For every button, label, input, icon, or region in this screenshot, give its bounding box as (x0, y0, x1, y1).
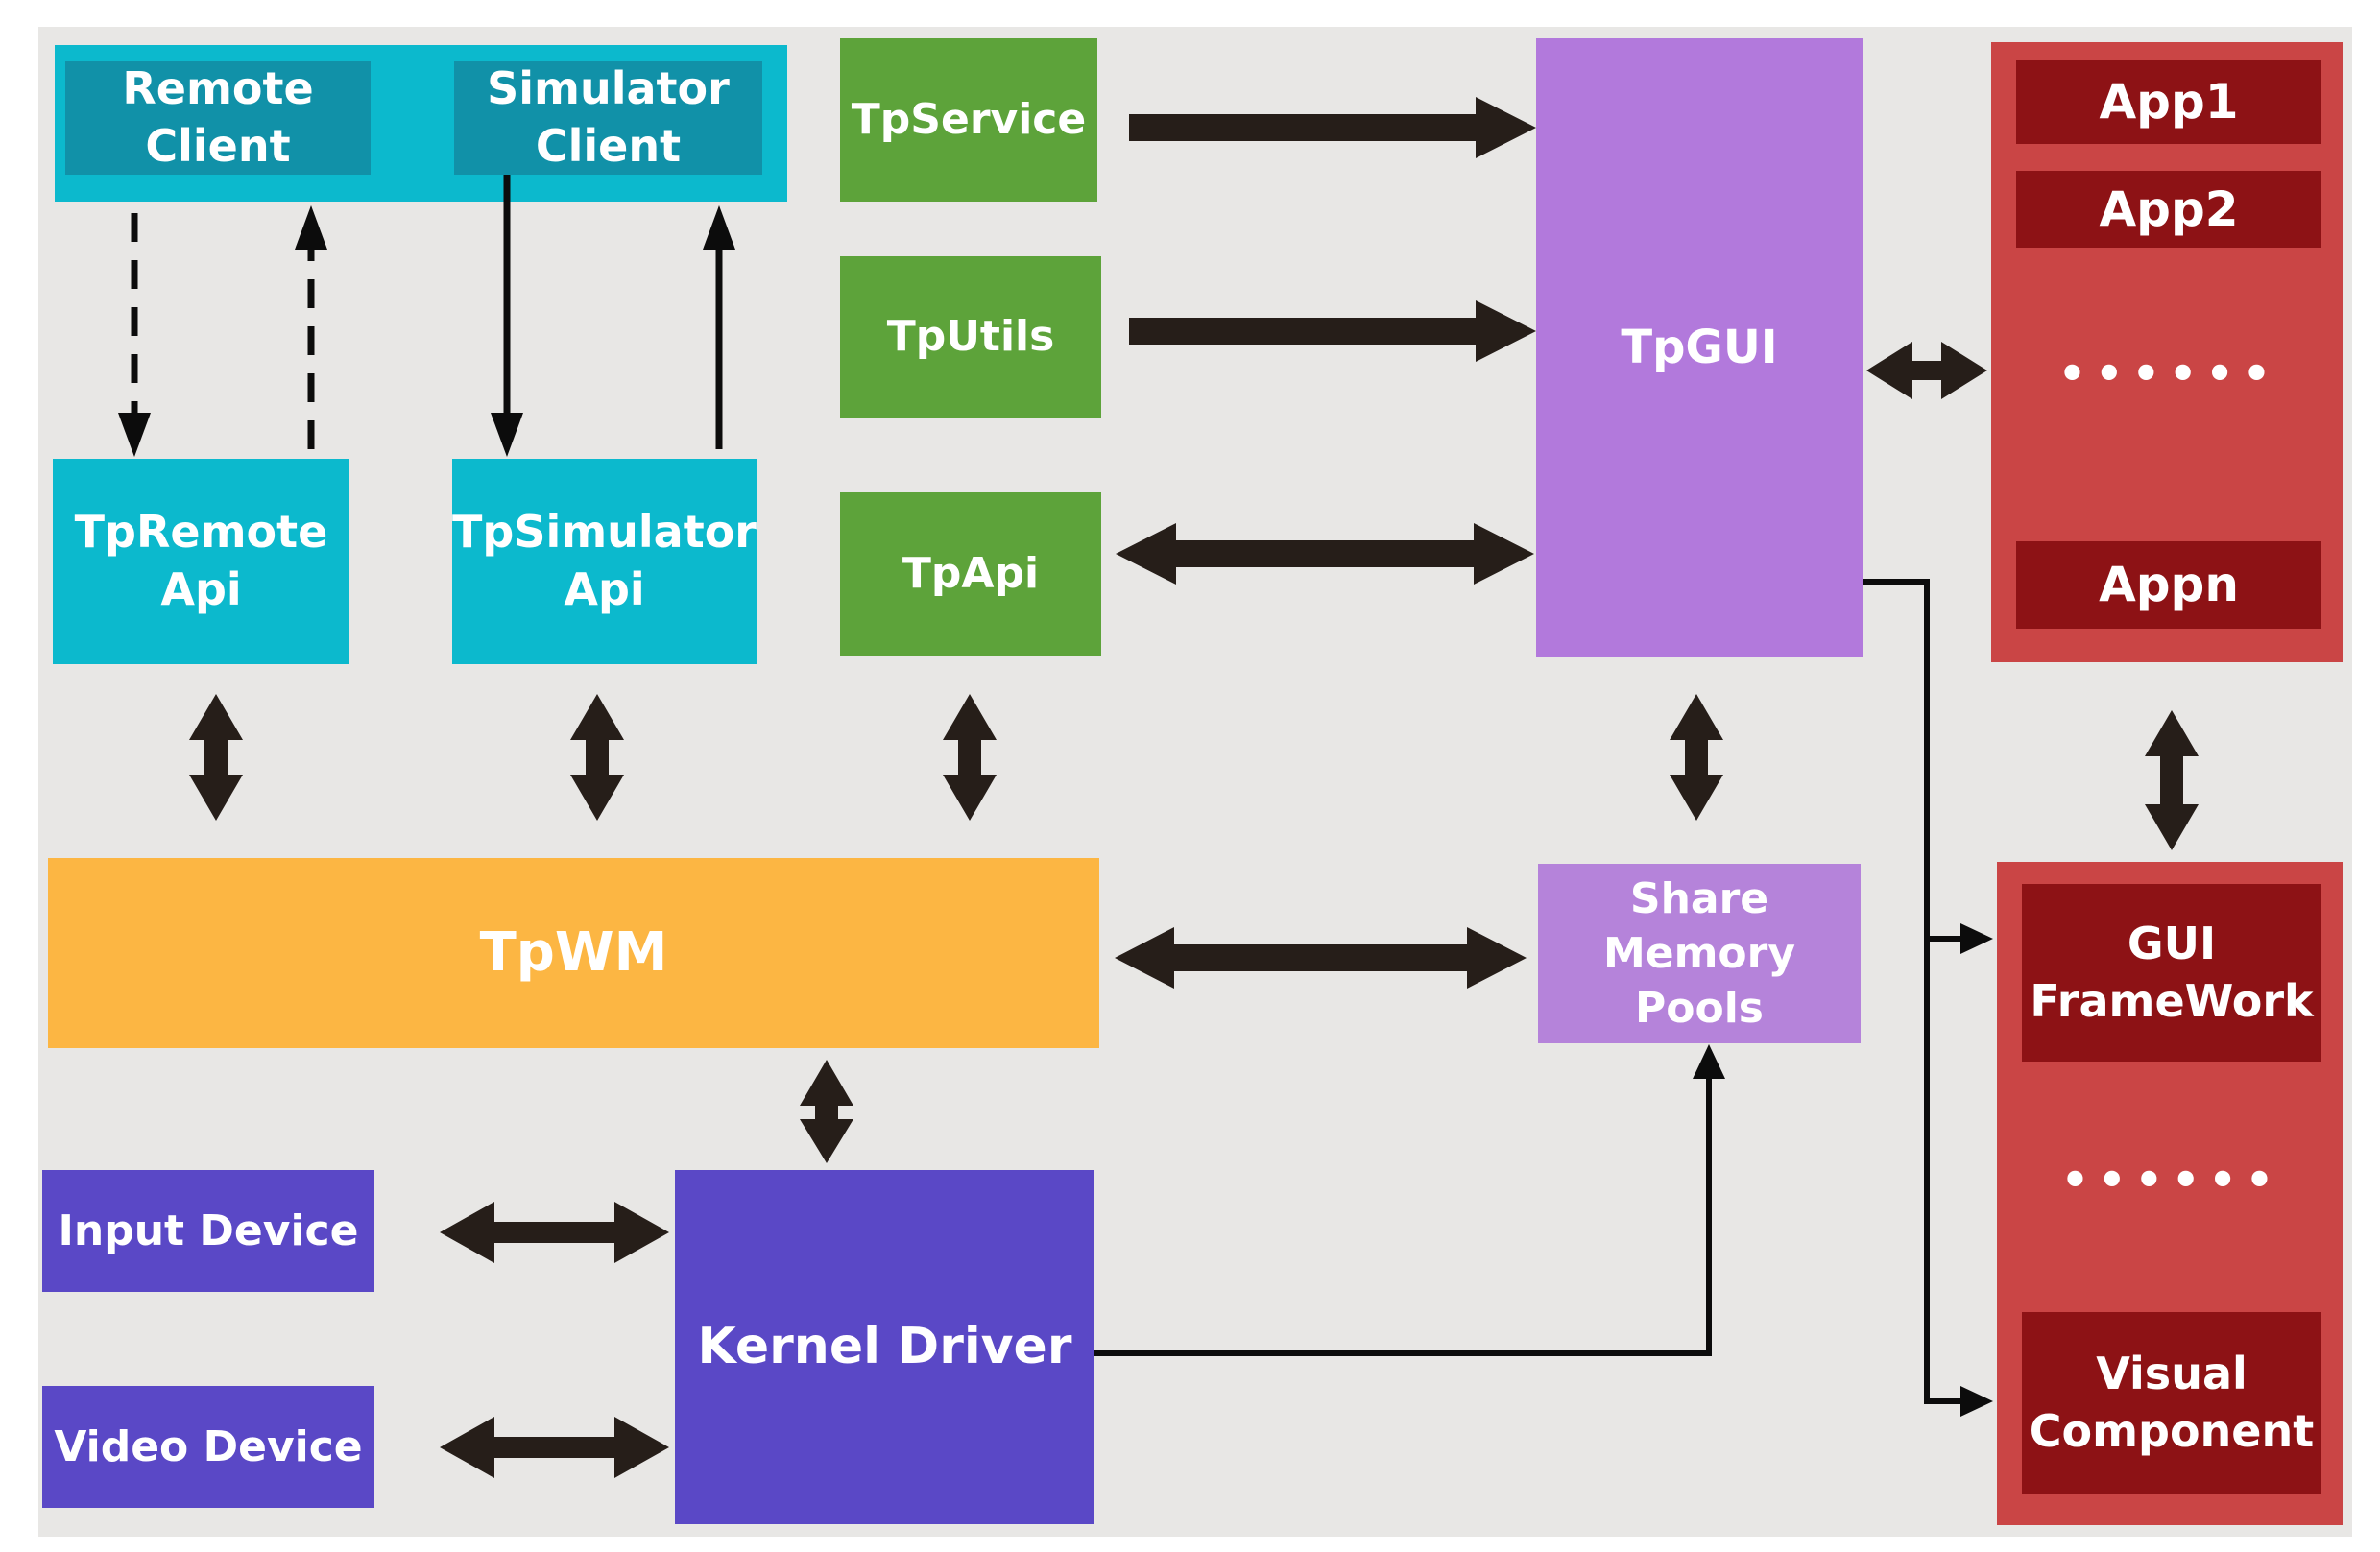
app2-label: App2 (2099, 180, 2239, 237)
gui-framework-ellipsis: •••••• (2022, 1133, 2321, 1229)
tpgui-label: TpGUI (1621, 321, 1778, 375)
tpsimulator-api-label: TpSimulator Api (452, 506, 757, 615)
remote-client-label: Remote Client (122, 62, 314, 172)
tpgui-block: TpGUI (1536, 38, 1863, 657)
kernel-driver-block: Kernel Driver (675, 1170, 1094, 1524)
arrow-input-device-kernel-driver-bidirectional (440, 1202, 669, 1263)
visual-component-block: Visual Component (2022, 1312, 2321, 1494)
gui-framework-ellipsis-label: •••••• (2060, 1154, 2283, 1206)
arrow-video-device-kernel-driver-bidirectional (440, 1417, 669, 1478)
arrow-tpapi-tpwm-bidirectional (943, 694, 997, 821)
arrow-tpgui-apps-bidirectional (1866, 342, 1987, 399)
video-device-block: Video Device (42, 1386, 374, 1508)
share-memory-pools-label: Share Memory Pools (1602, 873, 1796, 1034)
tpwm-label: TpWM (479, 920, 668, 984)
tpservice-block: TpService (840, 38, 1097, 202)
line-kernel-driver-to-share-memory-pools (1094, 1044, 1725, 1356)
diagram-background (38, 27, 2352, 1537)
apps-ellipsis: •••••• (2016, 336, 2321, 413)
line-tpgui-to-gui-framework-and-visual-component (1863, 579, 1993, 1417)
arrow-tpremote-api-to-remote-client (295, 205, 327, 449)
tpremote-api-block: TpRemote Api (53, 459, 349, 664)
app1-label: App1 (2099, 73, 2239, 130)
appn-block: Appn (2016, 541, 2321, 629)
share-memory-pools-block: Share Memory Pools (1538, 864, 1861, 1043)
arrow-tpapi-tpgui-bidirectional (1116, 523, 1534, 585)
tputils-block: TpUtils (840, 256, 1101, 418)
remote-client-block: Remote Client (65, 61, 371, 175)
input-device-label: Input Device (58, 1206, 359, 1255)
arrow-tpwm-kernel-driver-bidirectional (800, 1060, 853, 1163)
tputils-label: TpUtils (886, 312, 1055, 362)
arrow-tpgui-share-memory-pools-bidirectional (1670, 694, 1723, 821)
apps-ellipsis-label: •••••• (2057, 347, 2280, 400)
tpsimulator-api-block: TpSimulator Api (452, 459, 757, 664)
appn-label: Appn (2099, 557, 2239, 612)
arrow-tpsimulator-api-tpwm-bidirectional (570, 694, 624, 821)
video-device-label: Video Device (54, 1421, 363, 1471)
simulator-client-label: Simulator Client (487, 62, 730, 172)
tpremote-api-label: TpRemote Api (74, 506, 328, 615)
tpwm-block: TpWM (48, 858, 1099, 1048)
simulator-client-block: Simulator Client (454, 61, 762, 175)
arrow-tpservice-to-tpgui (1129, 97, 1536, 158)
arrow-tpwm-share-memory-pools-bidirectional (1115, 927, 1527, 989)
kernel-driver-label: Kernel Driver (697, 1317, 1072, 1375)
gui-framework-label: GUI FrameWork (2030, 917, 2314, 1027)
app2-block: App2 (2016, 171, 2321, 248)
arrow-remote-client-to-tpremote-api (118, 213, 151, 457)
input-device-block: Input Device (42, 1170, 374, 1292)
app1-block: App1 (2016, 60, 2321, 144)
visual-component-label: Visual Component (2029, 1348, 2315, 1457)
tpservice-label: TpService (851, 95, 1087, 145)
tpapi-label: TpApi (902, 549, 1040, 599)
arrow-tputils-to-tpgui (1129, 300, 1536, 362)
tpapi-block: TpApi (840, 492, 1101, 656)
arrow-simulator-client-to-tpsimulator-api (491, 175, 523, 457)
arrow-tpremote-api-tpwm-bidirectional (189, 694, 243, 821)
arrow-apps-gui-framework-bidirectional (2145, 710, 2199, 850)
gui-framework-block: GUI FrameWork (2022, 884, 2321, 1062)
arrow-tpsimulator-api-to-simulator-client (703, 205, 735, 449)
